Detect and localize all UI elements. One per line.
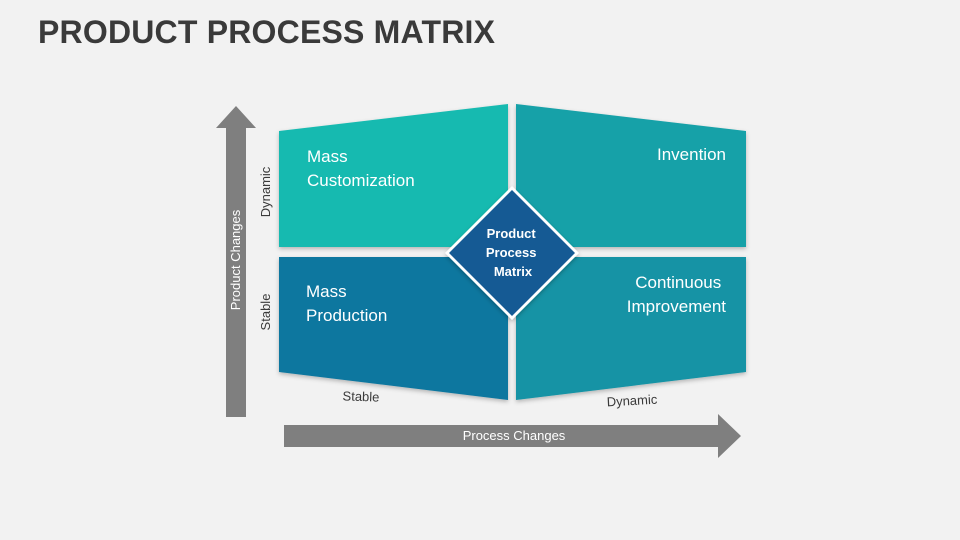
quadrant-mass-production (279, 257, 508, 400)
y-axis-stable-label: Stable (258, 294, 273, 331)
quadrant-invention (516, 104, 746, 247)
center-label-line3: Matrix (494, 264, 533, 279)
mass-customization-line2: Customization (307, 171, 415, 190)
mass-production-line1: Mass (306, 282, 347, 301)
center-label-line1: Product (487, 226, 537, 241)
x-axis-dynamic-label: Dynamic (606, 392, 658, 410)
y-axis-dynamic-label: Dynamic (258, 166, 273, 217)
continuous-improvement-line1: Continuous (635, 273, 721, 292)
x-axis-arrow-shape (284, 414, 741, 458)
center-diamond: Product Process Matrix (445, 186, 579, 320)
page-title: PRODUCT PROCESS MATRIX (38, 14, 496, 50)
quadrant-continuous-improvement (516, 257, 746, 400)
quadrant-label-continuous-improvement: Continuous Improvement (627, 273, 726, 316)
quadrant-mass-customization (279, 104, 508, 247)
x-axis-stable-label: Stable (342, 388, 379, 404)
x-axis-label: Process Changes (463, 428, 566, 443)
mass-production-line2: Production (306, 306, 387, 325)
mass-customization-line1: Mass (307, 147, 348, 166)
quadrant-label-mass-customization: Mass Customization (307, 147, 415, 190)
invention-line1: Invention (657, 145, 726, 164)
y-axis-arrow-shape (216, 106, 256, 417)
center-diamond-fill (449, 190, 575, 316)
quadrant-label-mass-production: Mass Production (306, 282, 387, 325)
continuous-improvement-line2: Improvement (627, 297, 726, 316)
center-label-line2: Process (486, 245, 537, 260)
center-label: Product Process Matrix (486, 226, 540, 279)
y-axis-label: Product Changes (228, 209, 243, 310)
product-changes-arrow: Product Changes (216, 106, 256, 417)
quadrant-label-invention: Invention (657, 145, 726, 164)
process-changes-arrow: Process Changes (284, 414, 741, 458)
